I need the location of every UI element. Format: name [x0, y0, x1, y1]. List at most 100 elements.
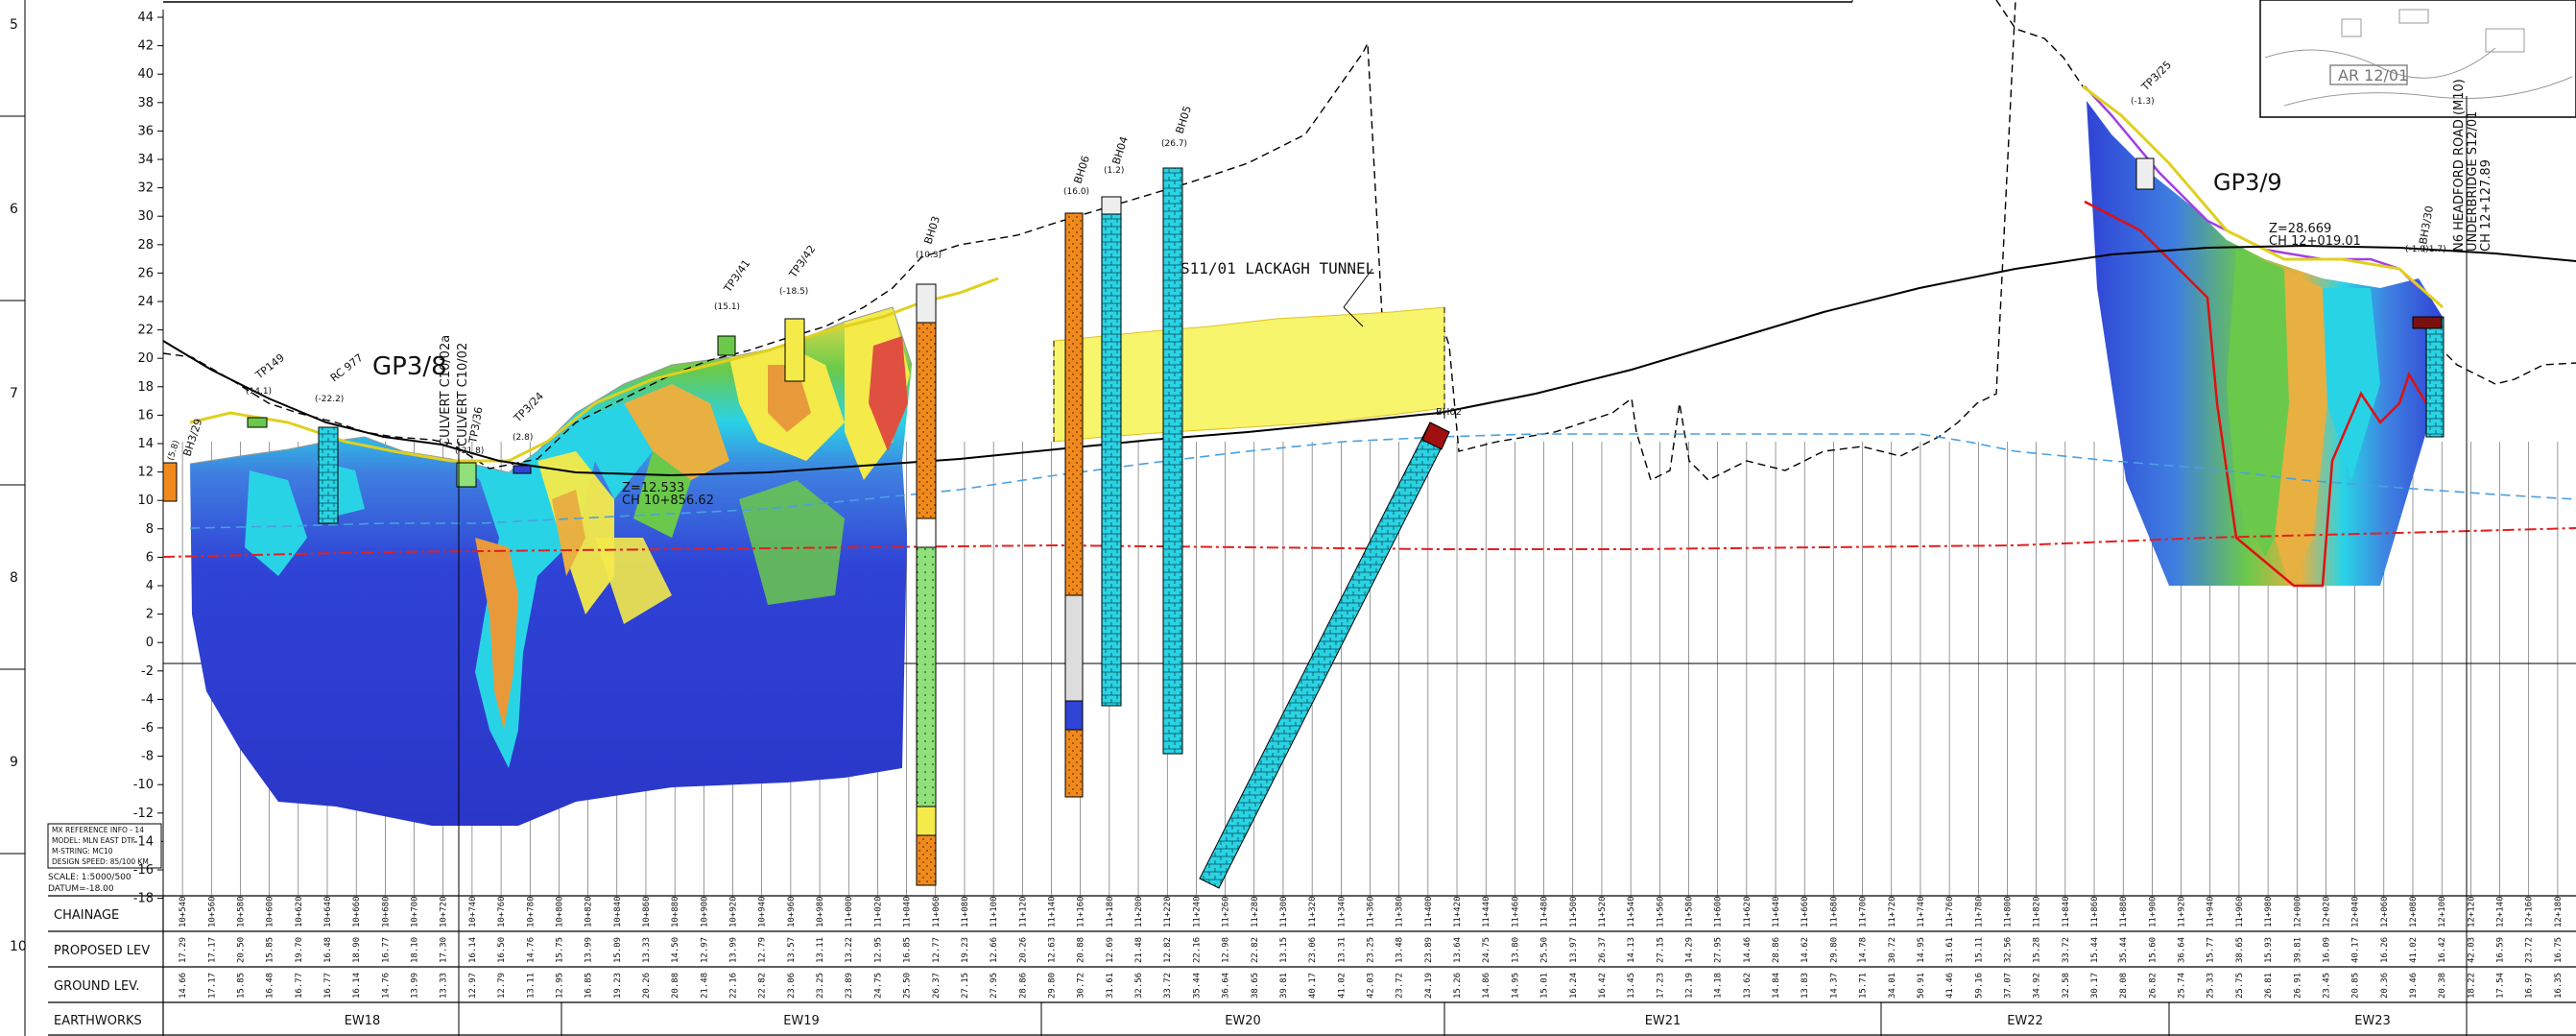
- earthworks-label: EW23: [2354, 1014, 2391, 1028]
- table-cell-proposed: 33.72: [2062, 937, 2071, 963]
- table-cell-proposed: 20.88: [1077, 937, 1086, 963]
- table-cell-chainage: 12+180: [2554, 896, 2564, 928]
- table-cell-ground: 40.17: [1308, 973, 1318, 999]
- top-border: [163, 0, 1853, 3]
- structure-underbridge: UNDERBRIDGE S12/01: [2466, 111, 2480, 252]
- table-cell-proposed: 15.93: [2264, 937, 2274, 963]
- table-cell-proposed: 14.29: [1684, 937, 1694, 963]
- table-cell-ground: 17.23: [1656, 973, 1665, 999]
- table-cell-chainage: 10+640: [323, 896, 333, 928]
- bh-value-bh05: (26.7): [1161, 139, 1187, 149]
- table-cell-ground: 16.35: [2554, 973, 2564, 999]
- table-cell-chainage: 11+060: [932, 896, 942, 928]
- borehole-rc977: [318, 426, 339, 524]
- info-line-1: MX REFERENCE INFO - 14: [52, 826, 144, 834]
- elevation-tick-label: 12: [137, 466, 154, 480]
- row-marker-6: 6: [10, 202, 18, 217]
- table-cell-proposed: 26.37: [1598, 937, 1608, 963]
- table-cell-ground: 32.56: [1134, 973, 1144, 999]
- table-cell-ground: 13.33: [440, 973, 449, 999]
- table-cell-chainage: 10+580: [236, 896, 246, 928]
- table-cell-proposed: 12.82: [1163, 937, 1173, 963]
- table-cell-ground: 15.26: [1453, 973, 1463, 999]
- row-label-proposed-lev: PROPOSED LEV: [54, 944, 150, 958]
- table-cell-ground: 20.85: [2351, 973, 2361, 999]
- table-cell-chainage: 12+120: [2467, 896, 2476, 928]
- table-cell-ground: 13.99: [411, 973, 420, 999]
- table-cell-proposed: 35.44: [2119, 937, 2129, 963]
- elevation-tick-label: 20: [137, 351, 154, 366]
- table-cell-chainage: 11+480: [1540, 896, 1550, 928]
- structure-n6-headford-road: N6 HEADFORD ROAD (M10): [2452, 79, 2467, 252]
- table-cell-chainage: 11+740: [1917, 896, 1926, 928]
- table-cell-proposed: 15.44: [2090, 937, 2100, 963]
- table-cell-chainage: 10+540: [179, 896, 188, 928]
- table-cell-proposed: 15.09: [613, 937, 623, 963]
- elevation-tick-label: 40: [137, 67, 154, 82]
- elevation-tick-label: 38: [137, 96, 154, 110]
- profile-label-gp3-8: GP3/8: [372, 352, 447, 381]
- table-cell-proposed: 15.60: [2148, 937, 2158, 963]
- table-cell-ground: 23.25: [816, 973, 825, 999]
- table-cell-chainage: 10+920: [729, 896, 739, 928]
- table-cell-chainage: 10+680: [381, 896, 391, 928]
- table-cell-ground: 27.95: [990, 973, 999, 999]
- table-cell-ground: 16.48: [266, 973, 275, 999]
- table-cell-proposed: 27.15: [1656, 937, 1665, 963]
- table-cell-ground: 20.36: [2380, 973, 2390, 999]
- table-cell-chainage: 11+100: [990, 896, 999, 928]
- table-cell-proposed: 14.46: [1743, 937, 1753, 963]
- table-cell-proposed: 27.95: [1714, 937, 1724, 963]
- bh-label-bh02: BH02: [1436, 407, 1462, 418]
- row-marker-5: 5: [10, 17, 18, 33]
- profile-label-gp3-9: GP3/9: [2213, 169, 2282, 196]
- elevation-tick-label: 10: [137, 494, 154, 508]
- table-cell-chainage: 11+900: [2148, 896, 2158, 928]
- borehole-bh06: [1064, 212, 1084, 798]
- table-cell-chainage: 10+660: [352, 896, 362, 928]
- table-cell-ground: 14.84: [1772, 973, 1781, 999]
- table-cell-proposed: 23.72: [2525, 937, 2535, 963]
- table-cell-chainage: 11+360: [1367, 896, 1376, 928]
- bh-value-tp149: (14.1): [246, 387, 272, 397]
- row-marker-10: 10: [10, 939, 27, 954]
- elevation-tick-label: -16: [133, 863, 154, 878]
- table-cell-chainage: 11+120: [1018, 896, 1028, 928]
- table-cell-chainage: 11+580: [1684, 896, 1694, 928]
- table-values: 10+54017.2914.6610+56017.1717.1710+58020…: [179, 896, 2564, 999]
- inset-map: AR 12/01: [2259, 0, 2576, 118]
- table-cell-proposed: 13.57: [787, 937, 797, 963]
- table-cell-proposed: 13.15: [1279, 937, 1289, 963]
- earthworks-label: EW18: [345, 1014, 381, 1028]
- table-cell-chainage: 10+720: [440, 896, 449, 928]
- table-cell-chainage: 10+860: [642, 896, 652, 928]
- table-cell-chainage: 11+140: [1048, 896, 1058, 928]
- info-line-2: MODEL: MLN EAST DTF: [52, 836, 135, 845]
- table-cell-chainage: 11+380: [1395, 896, 1405, 928]
- table-cell-ground: 16.42: [1598, 973, 1608, 999]
- table-cell-chainage: 12+160: [2525, 896, 2535, 928]
- bh-label-tp149: TP149: [252, 351, 287, 382]
- table-cell-chainage: 10+820: [584, 896, 594, 928]
- table-cell-chainage: 11+400: [1424, 896, 1434, 928]
- table-cell-ground: 19.23: [613, 973, 623, 999]
- bh-value-bh3-30b: (-1.7): [2422, 245, 2446, 254]
- row-marker-7: 7: [10, 386, 18, 401]
- table-cell-proposed: 28.86: [1772, 937, 1781, 963]
- table-cell-proposed: 14.95: [1917, 937, 1926, 963]
- bh-value-tp3-25: (-1.3): [2131, 97, 2155, 107]
- table-cell-ground: 25.33: [2206, 973, 2216, 999]
- trialpit-tp3-36: [456, 462, 477, 488]
- table-cell-ground: 15.01: [1540, 973, 1550, 999]
- alignment-note-1-ch: CH 10+856.62: [622, 494, 714, 508]
- table-cell-ground: 41.46: [1945, 973, 1955, 999]
- table-cell-proposed: 17.17: [207, 937, 217, 963]
- table-cell-chainage: 12+020: [2322, 896, 2331, 928]
- elevation-tick-label: -4: [141, 692, 154, 707]
- bh-value-bh3-30: (-1.9): [2405, 245, 2429, 254]
- table-cell-ground: 15.71: [1859, 973, 1869, 999]
- elevation-tick-label: -14: [133, 834, 154, 849]
- table-cell-proposed: 16.09: [2322, 937, 2331, 963]
- table-cell-ground: 13.11: [526, 973, 536, 999]
